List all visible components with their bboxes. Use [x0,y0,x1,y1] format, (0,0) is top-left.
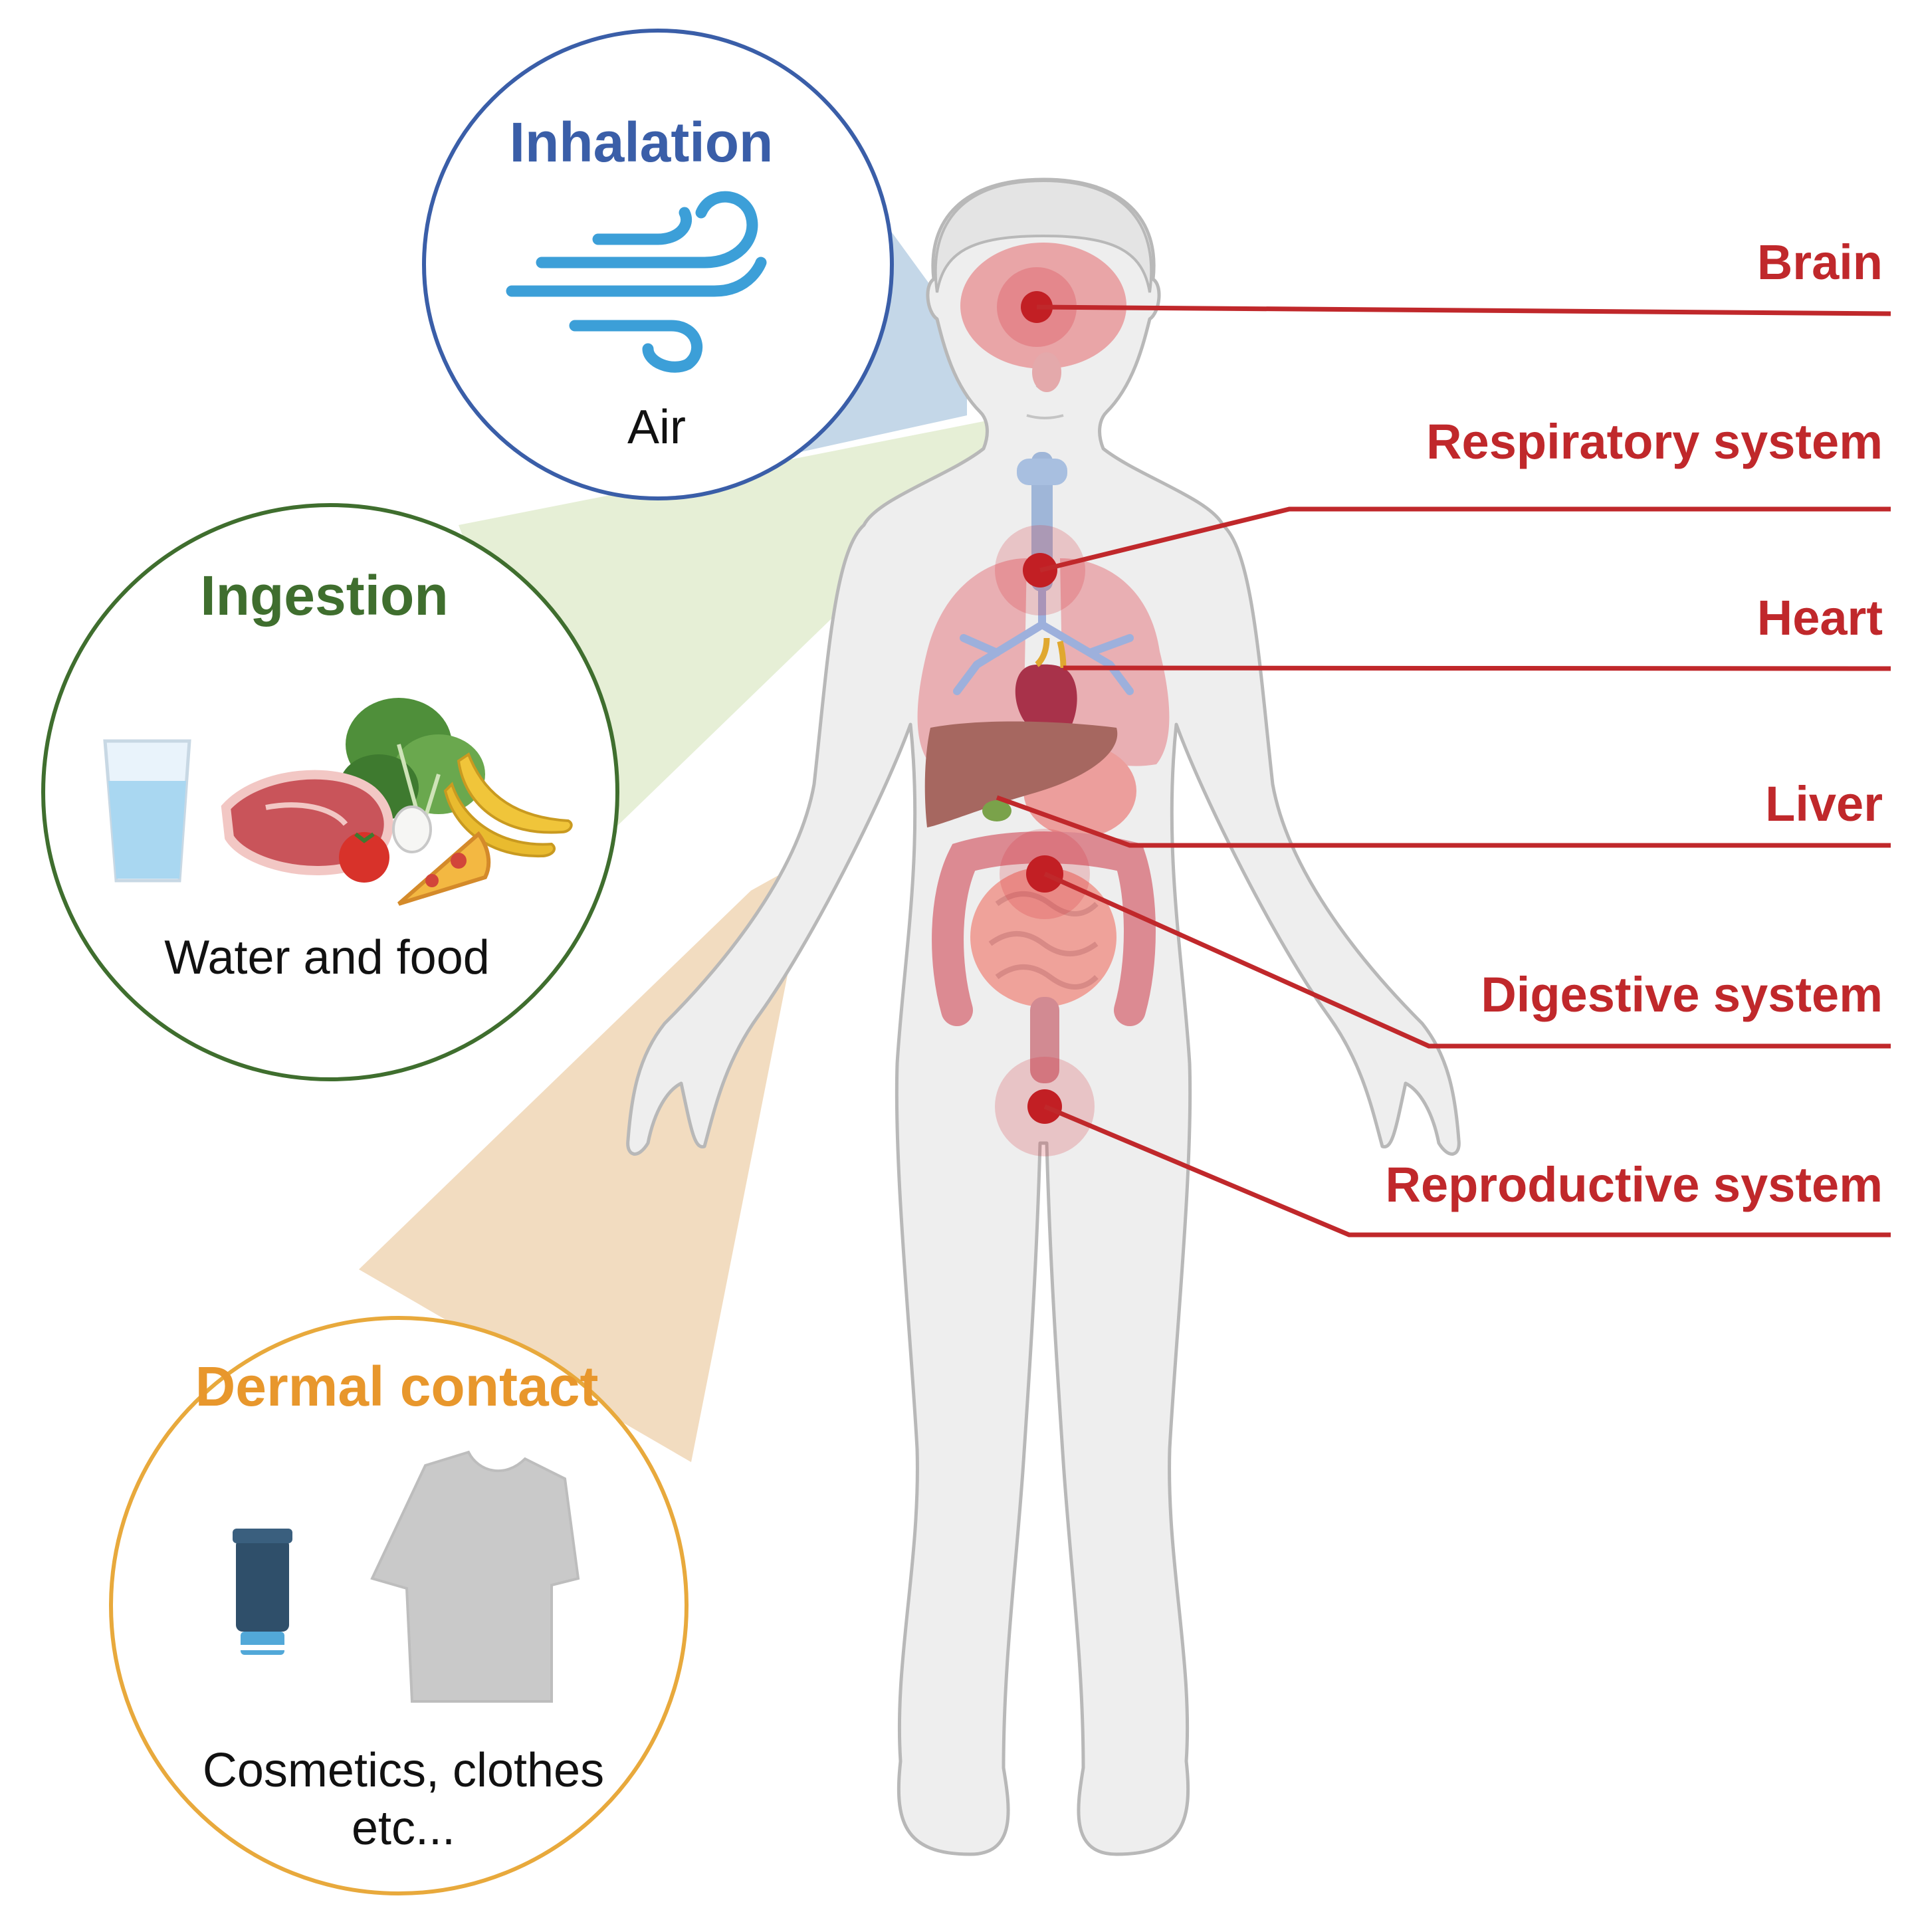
dermal-caption-line1: Cosmetics, clothes [203,1744,604,1797]
gallbladder [982,800,1011,821]
organ-labels: Brain Respiratory system Heart Liver Dig… [1386,235,1883,1212]
dermal-caption-line2: etc... [352,1802,455,1855]
wind-icon [506,191,767,373]
cosmetics-tube-icon [233,1529,292,1655]
large-intestine [932,831,1156,1026]
egg [392,805,432,853]
inhalation-caption: Air [627,401,686,454]
bronchi [953,588,1134,695]
organ-label-digestive: Digestive system [1481,967,1883,1022]
heart-leader [1063,665,1891,671]
tshirt-icon [370,1450,580,1703]
left-lung [917,558,1027,766]
organ-label-reproductive: Reproductive system [1386,1157,1883,1212]
heart-vessels [1035,637,1067,669]
rectum-organ [1030,997,1059,1083]
organs-group [917,243,1170,1083]
food-icon [103,698,573,906]
dermal-circle [109,1316,689,1895]
liver-organ [924,721,1118,827]
face-mouth [1026,414,1064,419]
bananas [457,752,573,834]
reproductive-leader [1043,1104,1891,1237]
inhalation-panel: Inhalation Air [422,29,894,500]
ingestion-panel: Ingestion Water and food [41,503,619,1081]
small-intestine-folds [988,891,1099,990]
pizza-slice [397,831,491,906]
hair-outline [934,179,1153,293]
ingestion-title: Ingestion [200,564,448,627]
organ-label-liver: Liver [1765,776,1883,831]
brain-leader [1036,304,1891,316]
digestive-leader [1043,871,1891,1049]
leader-lines [996,304,1891,1237]
liver-leader [996,795,1891,848]
organ-label-heart: Heart [1757,590,1883,645]
ingestion-caption: Water and food [164,931,490,984]
inhalation-title: Inhalation [510,111,774,173]
thyroid-organ [1017,459,1067,485]
dermal-panel: Dermal contact Cosmetics, clothes etc... [109,1316,689,1895]
brain-stem [1032,352,1061,392]
right-lung [1060,558,1170,766]
heart-organ [1015,664,1077,740]
respiratory-leader [1039,506,1891,573]
dermal-title: Dermal contact [195,1355,599,1418]
organ-label-brain: Brain [1757,235,1883,290]
tomato [339,832,389,883]
organ-label-respiratory: Respiratory system [1426,414,1883,469]
